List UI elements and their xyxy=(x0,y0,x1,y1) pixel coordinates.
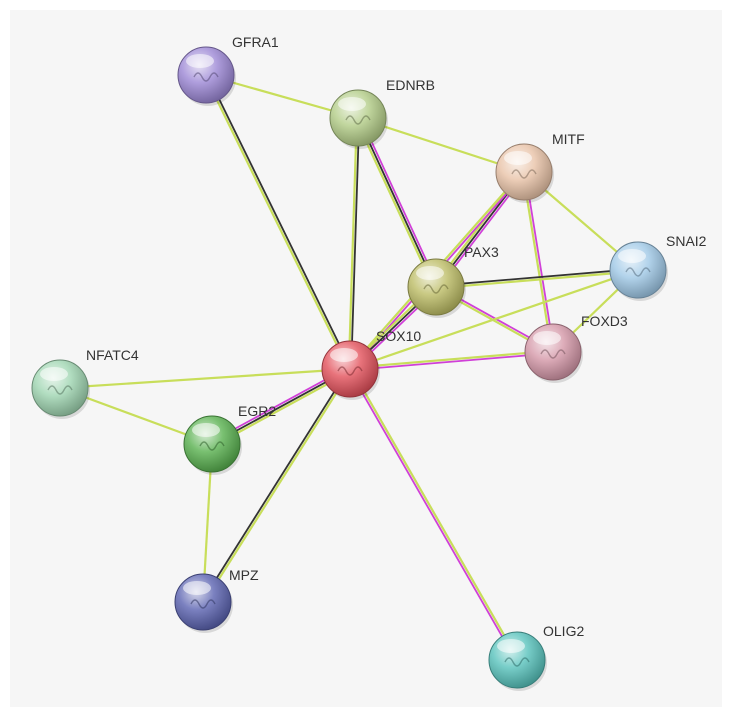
edge-mitf-foxd3[interactable] xyxy=(521,171,556,353)
node-highlight xyxy=(416,266,444,280)
node-highlight xyxy=(618,249,646,263)
node-label: MPZ xyxy=(229,567,259,583)
protein-structure-icon xyxy=(47,385,73,395)
edge-line-textmining xyxy=(521,172,553,353)
node-label: PAX3 xyxy=(464,244,499,260)
node-mitf[interactable]: MITF xyxy=(495,131,585,203)
protein-structure-icon xyxy=(504,657,530,667)
protein-structure-icon xyxy=(345,115,371,125)
node-sox10[interactable]: SOX10 xyxy=(321,328,421,400)
edge-line-experiments xyxy=(348,369,517,662)
node-highlight xyxy=(504,151,532,165)
node-highlight xyxy=(40,367,68,381)
node-snai2[interactable]: SNAI2 xyxy=(609,233,707,301)
edge-line-coexpression xyxy=(206,74,352,369)
node-highlight xyxy=(533,331,561,345)
node-label: EGR2 xyxy=(238,403,276,419)
edge-olig2-sox10[interactable] xyxy=(348,367,519,662)
edge-nfatc4-sox10[interactable] xyxy=(59,367,351,390)
node-gfra1[interactable]: GFRA1 xyxy=(177,34,279,106)
node-label: NFATC4 xyxy=(86,347,139,363)
node-highlight xyxy=(330,348,358,362)
node-label: FOXD3 xyxy=(581,313,628,329)
protein-structure-icon xyxy=(511,169,537,179)
protein-structure-icon xyxy=(337,366,363,376)
edge-line-experiments xyxy=(350,352,554,372)
edge-ednrb-pax3[interactable] xyxy=(354,116,439,289)
edge-line-textmining xyxy=(436,270,639,290)
node-label: MITF xyxy=(552,131,585,147)
edge-line-textmining xyxy=(357,116,525,174)
node-pax3[interactable]: PAX3 xyxy=(407,244,499,318)
edge-mpz-sox10[interactable] xyxy=(201,367,352,604)
edge-line-coexpression xyxy=(357,117,437,288)
node-nfatc4[interactable]: NFATC4 xyxy=(31,347,139,419)
protein-structure-icon xyxy=(190,599,216,609)
protein-structure-icon xyxy=(540,349,566,359)
edge-line-coexpression xyxy=(435,267,638,287)
edge-gfra1-sox10[interactable] xyxy=(203,74,352,371)
node-ednrb[interactable]: EDNRB xyxy=(329,77,435,149)
node-egr2[interactable]: EGR2 xyxy=(183,403,276,475)
edge-line-experiments xyxy=(524,171,556,352)
edge-line-textmining xyxy=(349,268,639,371)
edge-line-coexpression xyxy=(350,118,361,370)
node-label: SNAI2 xyxy=(666,233,707,249)
edge-snai2-sox10[interactable] xyxy=(349,268,639,371)
edge-line-textmining xyxy=(203,369,352,604)
node-label: OLIG2 xyxy=(543,623,584,639)
protein-structure-icon xyxy=(625,267,651,277)
edge-line-coexpression xyxy=(201,367,350,602)
edge-foxd3-sox10[interactable] xyxy=(349,349,554,372)
edge-line-textmining xyxy=(59,367,351,390)
protein-structure-icon xyxy=(199,441,225,451)
node-highlight xyxy=(497,639,525,653)
edge-line-experiments xyxy=(359,116,439,287)
node-label: GFRA1 xyxy=(232,34,279,50)
edge-line-textmining xyxy=(349,349,553,369)
edge-ednrb-sox10[interactable] xyxy=(347,117,361,370)
node-label: EDNRB xyxy=(386,77,435,93)
edge-pax3-snai2[interactable] xyxy=(435,267,639,290)
edge-ednrb-mitf[interactable] xyxy=(357,116,525,174)
node-highlight xyxy=(183,581,211,595)
node-mpz[interactable]: MPZ xyxy=(174,567,259,633)
node-highlight xyxy=(338,97,366,111)
edge-line-textmining xyxy=(203,75,350,371)
protein-structure-icon xyxy=(423,284,449,294)
edge-line-textmining xyxy=(347,117,358,369)
protein-structure-icon xyxy=(193,72,219,82)
node-highlight xyxy=(192,423,220,437)
edge-line-textmining xyxy=(354,118,435,289)
edge-line-textmining xyxy=(350,367,519,660)
node-highlight xyxy=(186,54,214,68)
node-foxd3[interactable]: FOXD3 xyxy=(524,313,628,383)
node-label: SOX10 xyxy=(376,328,421,344)
node-olig2[interactable]: OLIG2 xyxy=(488,623,584,691)
